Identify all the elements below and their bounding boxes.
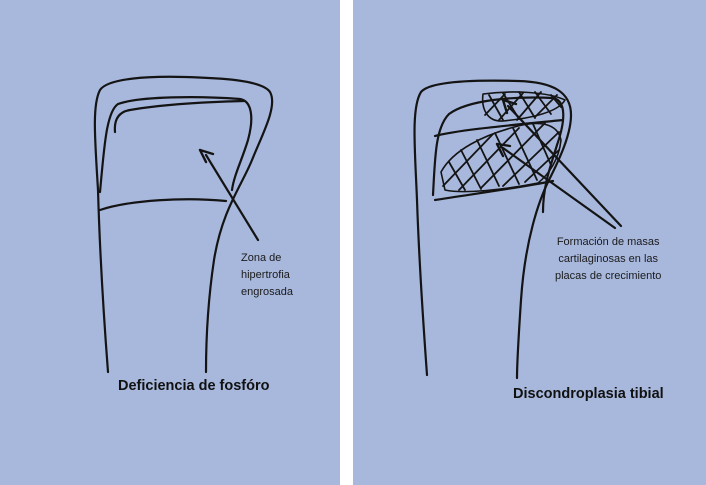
label-line-2: hipertrofia [241, 269, 290, 281]
tibial-dyschondroplasia-title: Discondroplasia tibial [513, 386, 664, 402]
label-line-2: cartilaginosas en las [558, 253, 659, 265]
label-line-3: placas de crecimiento [555, 270, 662, 282]
epiphysis-inner-line [98, 96, 253, 194]
tibia-drawing-left [93, 75, 274, 374]
bone-outer-outline [93, 75, 274, 374]
hypertrophy-zone-label: Zona de hipertrofia engrosada [241, 250, 293, 301]
bone-outer-outline [413, 79, 573, 380]
label-line-3: engrosada [241, 286, 293, 298]
annotation-arrowhead-lower [495, 142, 512, 158]
hypertrophy-zone-top-line [113, 99, 246, 134]
annotation-pointer-lower [501, 146, 617, 230]
growth-plate-top-line [433, 118, 565, 138]
cartilage-mass-label: Formación de masas cartilaginosas en las… [555, 234, 661, 285]
annotation-arrowhead [198, 148, 215, 164]
annotation-pointer-upper [506, 104, 623, 228]
phosphorus-deficiency-panel: Zona de hipertrofia engrosada Deficienci… [0, 0, 340, 485]
tibia-drawing-right [413, 79, 623, 380]
epiphysis-inner-line [431, 96, 565, 214]
growth-plate-bottom-line [433, 179, 555, 202]
phosphorus-deficiency-title: Deficiencia de fosfóro [118, 378, 270, 394]
cartilage-mass-lower [440, 122, 562, 193]
growth-plate-line [98, 198, 228, 212]
cartilage-mass-upper [481, 91, 566, 122]
tibial-dyschondroplasia-panel: Formación de masas cartilaginosas en las… [353, 0, 706, 485]
annotation-arrowhead-upper [501, 98, 518, 115]
label-line-1: Zona de [241, 252, 282, 264]
label-line-1: Formación de masas [556, 236, 660, 248]
annotation-pointer-line [204, 153, 260, 242]
